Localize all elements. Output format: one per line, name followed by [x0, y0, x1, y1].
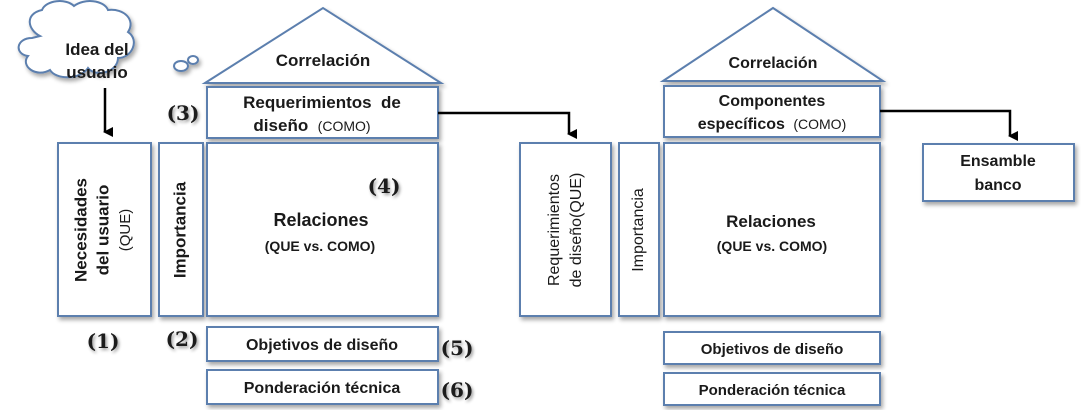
user-idea-cloud [17, 0, 199, 79]
output-line1: Ensamble [960, 153, 1036, 170]
left-what-line3: (QUE) [117, 209, 134, 252]
marker-4: (4) [368, 174, 401, 198]
right-how-line2-normal: (COMO) [793, 116, 846, 132]
left-what-line1: Necesidades [71, 178, 90, 282]
right-objectives-box [663, 331, 881, 365]
right-importance-box [618, 142, 660, 317]
left-objectives-label: Objetivos de diseño [246, 337, 398, 354]
right-how-box [663, 85, 881, 138]
cloud-line1: Idea del [65, 40, 128, 59]
right-to-output-arrow [880, 109, 1018, 141]
output-line2: banco [974, 177, 1021, 194]
left-importance-box [158, 142, 204, 317]
right-how-line1: Componentes [719, 93, 826, 110]
left-roof [201, 6, 445, 84]
left-how-line1: Requerimientos de [243, 93, 401, 112]
left-weighting-label: Ponderación técnica [244, 380, 401, 397]
left-relations-sub: (QUE vs. COMO) [265, 238, 375, 254]
right-how-line2-bold: específicos [698, 116, 785, 133]
left-importance-label: Importancia [170, 181, 189, 278]
left-what-line2: del usuario [93, 185, 112, 276]
right-objectives-label: Objetivos de diseño [701, 341, 844, 358]
marker-3: (3) [167, 101, 200, 125]
right-importance-label: Importancia [630, 188, 647, 272]
left-relations-box [206, 142, 439, 317]
left-objectives-box [206, 326, 439, 362]
right-relations-sub: (QUE vs. COMO) [717, 238, 827, 254]
marker-5: (5) [441, 336, 474, 360]
marker-2: (2) [166, 327, 199, 351]
right-how-line2: específicos (COMO) [698, 116, 847, 133]
left-how-box [206, 86, 439, 139]
left-how-line2-bold: diseño [253, 116, 308, 135]
right-roof-label: Correlación [729, 55, 818, 72]
left-what-box [57, 142, 152, 317]
right-what-text: Requerimientos de diseño(QUE) [546, 173, 585, 288]
right-relations-title: Relaciones [726, 212, 816, 231]
left-to-right-arrow [438, 111, 577, 139]
right-relations-box [663, 142, 881, 317]
left-weighting-box [206, 369, 439, 405]
right-what-box [519, 142, 612, 317]
left-relations-title: Relaciones [273, 210, 368, 230]
right-what-line2: de diseño(QUE) [568, 173, 585, 288]
right-weighting-label: Ponderación técnica [699, 382, 846, 399]
left-what-text: Necesidades del usuario (QUE) [71, 178, 133, 282]
marker-6: (6) [441, 378, 474, 402]
right-roof [659, 6, 887, 82]
cloud-line2: usuario [66, 63, 127, 82]
right-weighting-box [663, 372, 881, 406]
left-roof-label: Correlación [276, 51, 370, 70]
output-box [922, 143, 1075, 202]
right-what-line1: Requerimientos [546, 174, 563, 286]
marker-1: (1) [87, 329, 120, 353]
left-how-line2-normal: (COMO) [318, 118, 371, 134]
left-how-line2: diseño (COMO) [253, 116, 370, 135]
